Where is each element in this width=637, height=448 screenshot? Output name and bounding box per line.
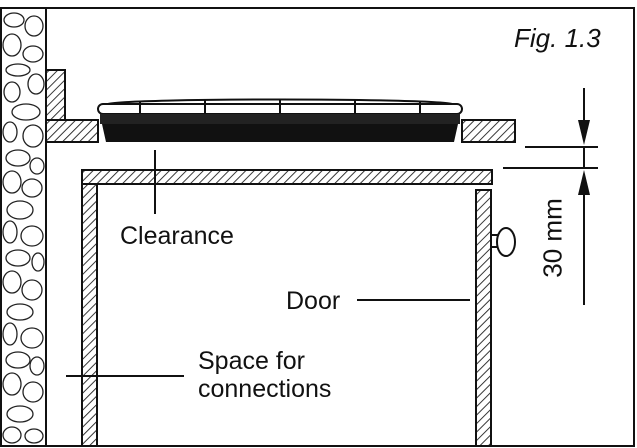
cabinet-top-board (81, 169, 493, 185)
cabinet-left-side (81, 183, 98, 447)
stone-wall (2, 9, 47, 445)
figure-label: Fig. 1.3 (514, 23, 601, 53)
door-knob (490, 227, 516, 257)
space-label-line1: Space for (198, 347, 306, 375)
clearance-label: Clearance (120, 222, 234, 250)
diagram-frame (0, 7, 635, 447)
door-label: Door (286, 287, 341, 315)
space-label-line2: connections (198, 375, 332, 403)
dimension-arrows (578, 88, 590, 305)
worktop-left (45, 119, 99, 143)
worktop-right (461, 119, 516, 143)
wall-upstand (45, 69, 66, 121)
cabinet-door (475, 189, 492, 447)
hob (97, 98, 463, 142)
dimension-label: 30 mm (537, 198, 568, 278)
space-for-connections-label: Space for connections (198, 347, 331, 403)
